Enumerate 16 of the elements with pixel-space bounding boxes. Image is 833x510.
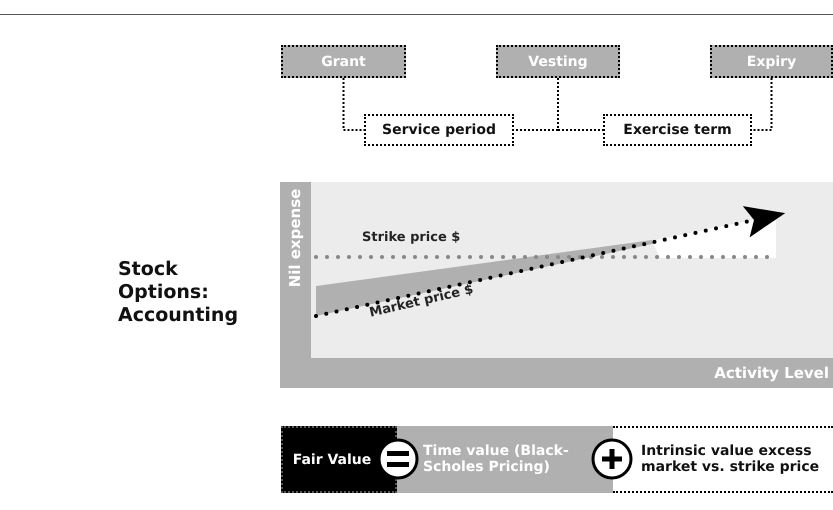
line-label: Strike price $: [362, 230, 460, 245]
connector-line: [342, 78, 364, 131]
period-box: Service period: [364, 114, 514, 146]
diagram-title: Stock Options: Accounting: [118, 258, 240, 326]
axis-label: Nil expense: [286, 188, 304, 288]
term-box: Intrinsic value excess market vs. strike price: [613, 426, 833, 493]
term-box: Time value (Black-Scholes Pricing): [397, 426, 613, 493]
line-label: Market price $: [368, 282, 475, 321]
connector-line: [752, 78, 772, 131]
milestone-box: Expiry: [710, 45, 833, 78]
term-box: Fair Value: [281, 426, 397, 493]
connector-line: [557, 78, 603, 131]
milestone-box: Vesting: [496, 45, 620, 78]
axis-label: Activity Level: [714, 364, 829, 382]
milestone-box: Grant: [281, 45, 406, 78]
period-box: Exercise term: [603, 114, 752, 146]
